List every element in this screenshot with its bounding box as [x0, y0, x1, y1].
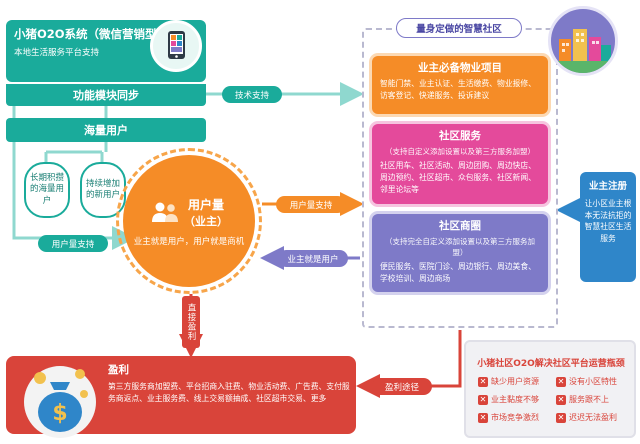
bottleneck-box	[464, 340, 636, 438]
smart-community-title: 量身定做的智慧社区	[396, 18, 522, 38]
bottleneck-item: ✕迟迟无法盈利	[556, 412, 617, 423]
module-sync-bar: 功能模块同步	[6, 82, 206, 106]
header-title: 小猪O2O系统（微信营销型）	[14, 27, 169, 41]
card-title: 社区商圈	[439, 220, 481, 232]
bottleneck-list: ✕缺少用户资源 ✕没有小区特性 ✕业主黏度不够 ✕服务跟不上 ✕市场竞争激烈 ✕…	[478, 376, 628, 423]
users-icon	[152, 202, 178, 222]
bottleneck-title: 小猪社区O2O解决社区平台运营瓶颈	[477, 359, 625, 369]
user-volume-circle: 用户量 （业主） 业主就是用户，用户就是商机	[123, 155, 255, 287]
accumulated-users-pill: 长期积攒的海量用户	[24, 162, 70, 218]
owner-register-body: 让小区业主根本无法抗拒的智慧社区生活服务	[584, 199, 632, 244]
owner-register-title: 业主注册	[588, 181, 627, 192]
cross-icon: ✕	[478, 394, 488, 405]
bottleneck-item: ✕市场竞争激烈	[478, 412, 539, 423]
card-subtitle: （支持完全自定义添加设置以及第三方服务加盟）	[385, 237, 535, 257]
direct-profit-tag: 直接盈利	[182, 296, 200, 348]
massive-users-bar: 海量用户	[6, 118, 206, 142]
community-services-card: 社区服务 （支持自定义添加设置以及第三方服务加盟） 社区用车、社区活动、周边团购…	[372, 124, 548, 204]
profit-body: 第三方服务商加盟费、平台招商入驻费、物业活动费、广告费、支付服务商返点、业主服务…	[108, 382, 350, 404]
profit-title: 盈利	[108, 364, 129, 376]
card-body: 便民服务、医院门诊、周边银行、周边美食、学校培训、周边商场	[380, 262, 536, 284]
card-body: 智能门禁、业主认证、生活缴费、物业报修、访客登记、快递服务、投诉建议	[380, 79, 536, 101]
user-volume-heading: 用户量 （业主）	[150, 196, 228, 229]
user-circle-ring	[116, 148, 262, 294]
owner-register-box: 业主注册 让小区业主根本无法抗拒的智慧社区生活服务	[580, 172, 636, 282]
card-body: 社区用车、社区活动、周边团购、周边快店、周边预约、社区超市、众包服务、社区新闻、…	[380, 161, 536, 195]
owners-users-tag: 业主就是用户	[278, 250, 348, 267]
bottleneck-item: ✕没有小区特性	[556, 376, 617, 387]
cross-icon: ✕	[478, 412, 488, 423]
user-volume-title: 用户量	[187, 197, 224, 212]
profit-content: 盈利 第三方服务商加盟费、平台招商入驻费、物业活动费、广告费、支付服务商返点、业…	[108, 362, 352, 428]
user-support-tag-left: 用户量支持	[38, 235, 108, 252]
bottleneck-item: ✕服务跟不上	[556, 394, 609, 405]
svg-text:$: $	[52, 401, 67, 426]
profit-channel-tag: 盈利途径	[372, 378, 432, 395]
cross-icon: ✕	[556, 376, 566, 387]
community-business-card: 社区商圈 （支持完全自定义添加设置以及第三方服务加盟） 便民服务、医院门诊、周边…	[372, 214, 548, 292]
cross-icon: ✕	[556, 412, 566, 423]
cross-icon: ✕	[556, 394, 566, 405]
card-title: 业主必备物业项目	[418, 62, 502, 74]
property-services-card: 业主必备物业项目 智能门禁、业主认证、生活缴费、物业报修、访客登记、快递服务、投…	[372, 56, 548, 114]
header-subtitle: 本地生活服务平台支持	[14, 48, 100, 58]
user-volume-caption: 业主就是用户，用户就是商机	[133, 236, 245, 247]
tech-support-tag: 技术支持	[222, 86, 282, 103]
bottleneck-item: ✕缺少用户资源	[478, 376, 539, 387]
community-buildings-icon	[548, 6, 618, 76]
money-bag-icon: $	[18, 348, 102, 440]
bottleneck-item: ✕业主黏度不够	[478, 394, 539, 405]
phone-icon	[150, 20, 202, 72]
user-support-tag: 用户量支持	[276, 196, 346, 213]
cross-icon: ✕	[478, 376, 488, 387]
card-subtitle: （支持自定义添加设置以及第三方服务加盟）	[385, 147, 535, 156]
user-volume-subtitle: （业主）	[184, 214, 228, 228]
card-title: 社区服务	[439, 130, 481, 142]
